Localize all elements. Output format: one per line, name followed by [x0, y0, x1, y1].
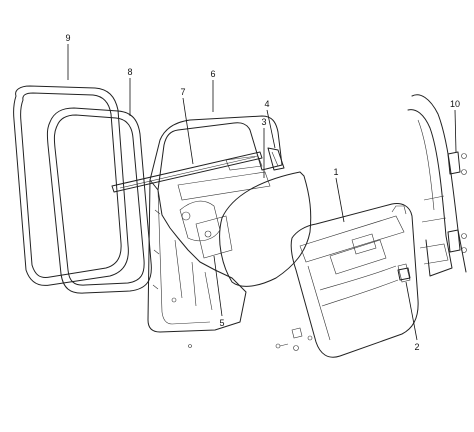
- callout-8: 8: [127, 67, 132, 77]
- inner-weatherstrip: [46, 107, 152, 294]
- callout-4: 4: [264, 99, 269, 109]
- outer-weatherstrip: [13, 85, 129, 286]
- leader-lines: [67, 44, 457, 341]
- callout-3: 3: [261, 117, 266, 127]
- fasteners: [188, 327, 313, 351]
- callout-10: 10: [450, 99, 460, 109]
- callout-labels: 9 8 6 7 4 3 1 5 2 10: [65, 33, 460, 352]
- callout-7: 7: [180, 87, 185, 97]
- sealing-sheet: [219, 171, 312, 287]
- callout-2: 2: [414, 342, 419, 352]
- trim-clip: [397, 267, 411, 281]
- door-trim-panel: [290, 203, 419, 358]
- callout-5: 5: [219, 318, 224, 328]
- belt-molding: [111, 151, 263, 193]
- callout-1: 1: [333, 167, 338, 177]
- callout-9: 9: [65, 33, 70, 43]
- delta-cover: [267, 147, 285, 171]
- door-frame: [147, 115, 283, 333]
- vehicle-body-pillar: [407, 94, 467, 277]
- callout-6: 6: [210, 69, 215, 79]
